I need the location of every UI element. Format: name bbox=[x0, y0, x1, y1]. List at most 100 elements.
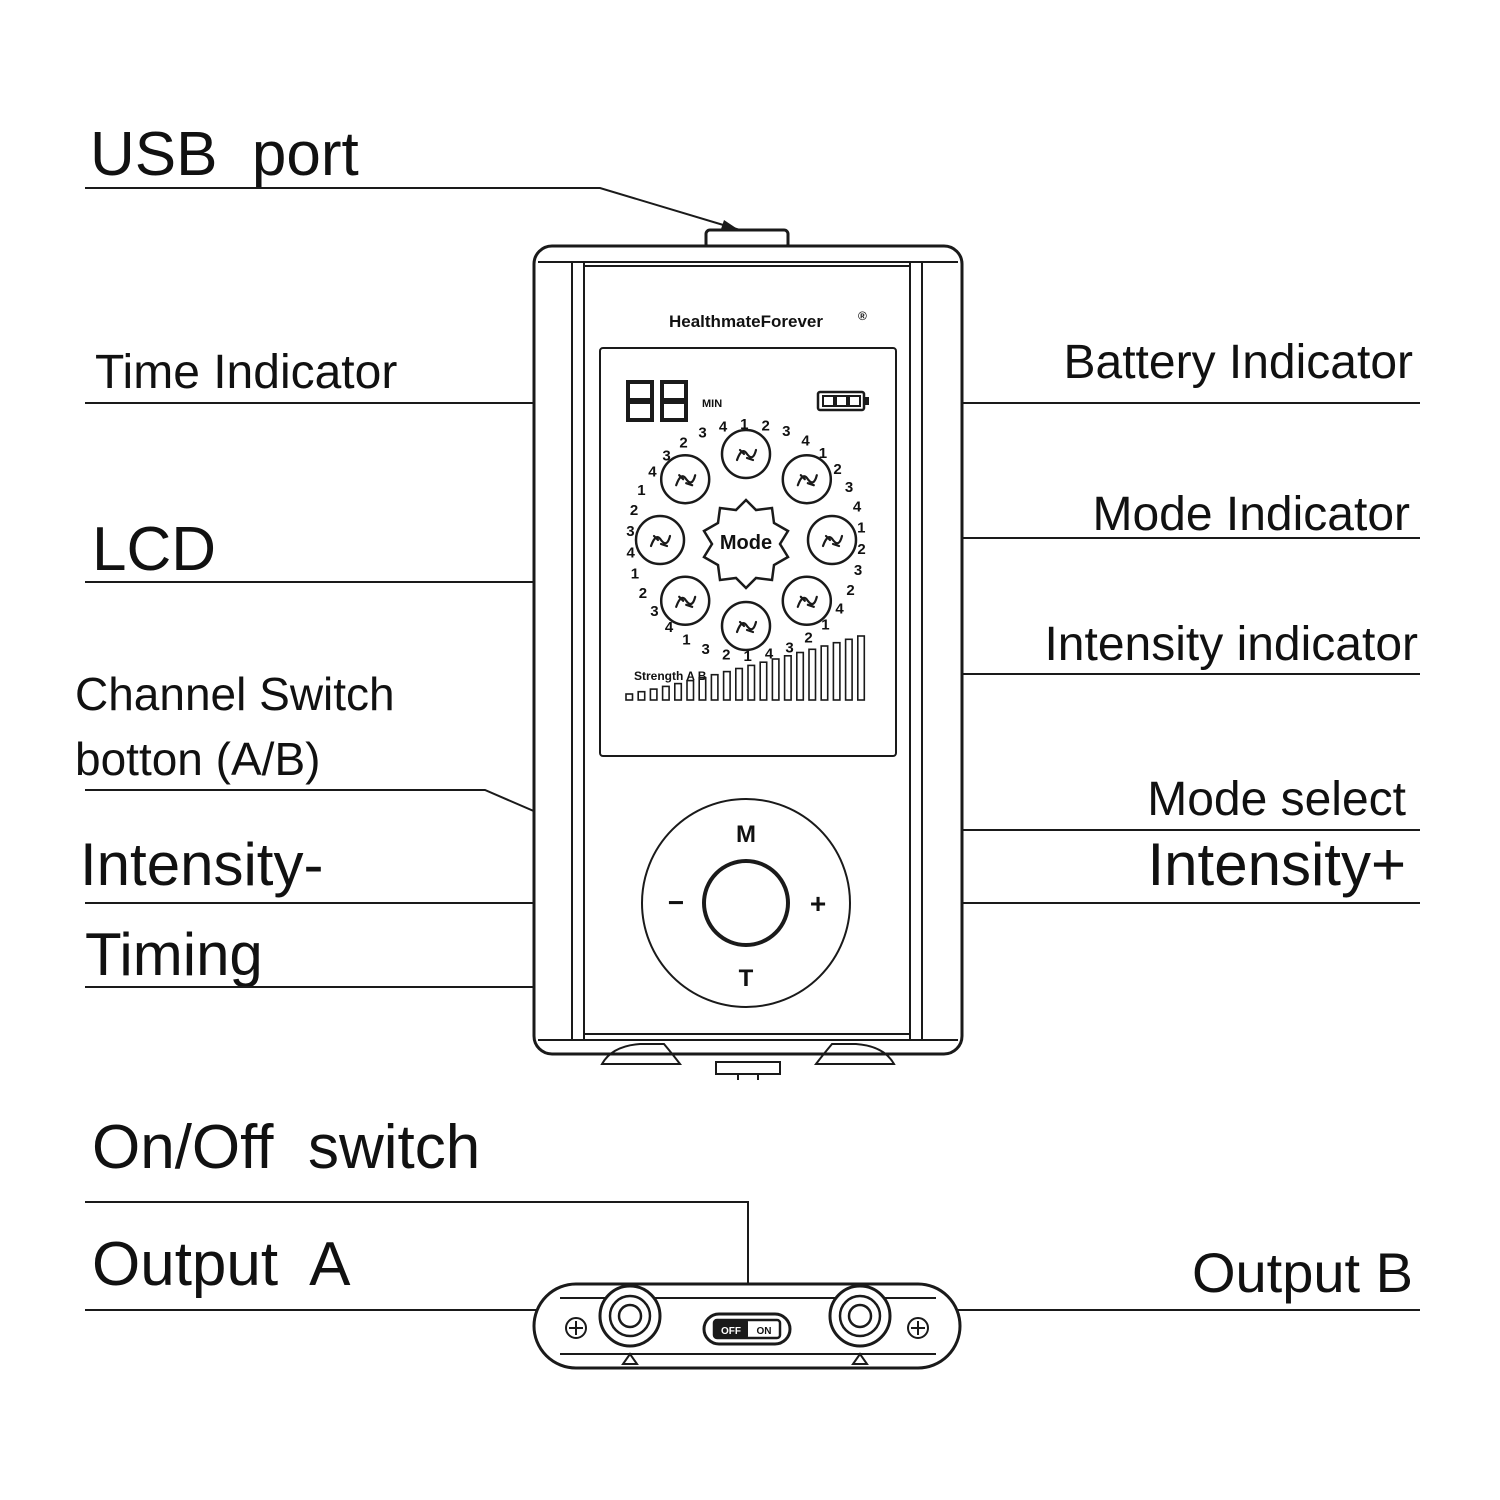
mode-pictogram-icon bbox=[796, 474, 818, 487]
on-off-switch[interactable]: OFF ON bbox=[702, 1312, 792, 1346]
lcd-screen bbox=[599, 347, 897, 757]
mode-level-number: 3 bbox=[854, 562, 862, 579]
intensity-bars bbox=[625, 635, 866, 701]
intensity-minus-label: Intensity- bbox=[80, 831, 323, 898]
intensity-level-bar bbox=[734, 667, 744, 701]
mode-level-number: 1 bbox=[631, 565, 639, 582]
intensity-level-bar bbox=[710, 673, 719, 701]
time-digit-1 bbox=[626, 380, 654, 422]
on-off-switch-label: On/Off switch bbox=[92, 1113, 480, 1182]
mode-level-number: 3 bbox=[785, 640, 793, 657]
mode-level-number: 2 bbox=[857, 541, 865, 558]
intensity-level-bar bbox=[747, 664, 756, 701]
mode-level-number: 3 bbox=[662, 447, 670, 464]
mode-petals bbox=[634, 428, 858, 652]
time-digit-2 bbox=[660, 380, 688, 422]
mode-pictogram-icon bbox=[796, 595, 818, 608]
intensity-level-bar bbox=[783, 654, 792, 701]
mode-level-number: 2 bbox=[630, 502, 638, 519]
intensity-level-bar bbox=[722, 670, 731, 701]
mode-level-number: 2 bbox=[639, 585, 647, 602]
control-ring bbox=[641, 798, 851, 1008]
lcd-label: LCD bbox=[92, 515, 216, 584]
brand-registered-mark: ® bbox=[858, 309, 867, 323]
output-a-jack[interactable] bbox=[598, 1284, 662, 1365]
switch-on-label: ON bbox=[757, 1326, 772, 1337]
intensity-level-bar bbox=[649, 688, 658, 701]
intensity-level-bar bbox=[698, 676, 707, 701]
battery-icon bbox=[816, 390, 869, 412]
intensity-level-bar bbox=[808, 648, 817, 701]
mode-level-number: 4 bbox=[627, 544, 636, 561]
intensity-level-bar bbox=[637, 690, 646, 701]
mode-pictogram-icon bbox=[675, 595, 697, 608]
usb-port-leader bbox=[85, 187, 741, 231]
mode-pictogram-icon bbox=[675, 474, 697, 487]
mode-level-number: 1 bbox=[819, 445, 827, 462]
mode-indicator-label: Mode Indicator bbox=[1092, 488, 1410, 541]
mode-level-number: 3 bbox=[650, 603, 658, 620]
intensity-level-bar bbox=[673, 682, 683, 701]
mode-level-number: 2 bbox=[833, 461, 841, 478]
mode-level-number: 2 bbox=[846, 582, 854, 599]
mode-level-number: 3 bbox=[845, 479, 853, 496]
channel-switch-label-line1: Channel Switch bbox=[75, 668, 395, 720]
intensity-level-bar bbox=[795, 651, 805, 701]
output-a-label: Output A bbox=[92, 1230, 351, 1299]
mode-select-label: Mode select bbox=[1147, 773, 1406, 826]
brand-name: HealthmateForever bbox=[669, 312, 823, 331]
mode-level-number: 4 bbox=[719, 418, 728, 435]
mode-level-number: 3 bbox=[698, 424, 706, 441]
intensity-level-bar bbox=[844, 638, 853, 701]
intensity-plus-button[interactable]: + bbox=[810, 888, 826, 919]
time-indicator-label: Time Indicator bbox=[95, 346, 397, 399]
strength-label: Strength A B bbox=[634, 669, 707, 683]
left-foot bbox=[600, 1043, 683, 1065]
intensity-level-bar bbox=[856, 635, 866, 701]
output-b-jack[interactable] bbox=[828, 1284, 892, 1365]
mode-level-number: 2 bbox=[722, 646, 730, 663]
mode-level-number: 4 bbox=[835, 601, 844, 618]
channel-switch-label-line2: botton (A/B) bbox=[75, 733, 320, 785]
on-off-switch-leader bbox=[85, 1201, 749, 1312]
intensity-level-bar bbox=[759, 661, 768, 701]
mode-pictogram-icon bbox=[735, 620, 758, 634]
mode-select-button[interactable]: M bbox=[736, 821, 756, 848]
mode-pictogram-icon bbox=[821, 534, 844, 548]
bottom-switch-nub bbox=[715, 1061, 781, 1075]
battery-indicator-label: Battery Indicator bbox=[1064, 336, 1414, 389]
mode-level-number: 4 bbox=[801, 433, 810, 450]
mode-level-number: 3 bbox=[782, 423, 790, 440]
channel-switch-button[interactable] bbox=[702, 859, 790, 947]
timing-label: Timing bbox=[85, 921, 263, 988]
time-indicator: MIN bbox=[626, 380, 722, 422]
mode-level-number: 1 bbox=[744, 648, 752, 665]
mode-level-number: 4 bbox=[648, 463, 657, 480]
intensity-minus-button[interactable]: − bbox=[668, 887, 684, 918]
mode-pictogram-icon bbox=[735, 448, 758, 462]
mode-level-number: 1 bbox=[637, 482, 645, 499]
timing-button[interactable]: T bbox=[739, 965, 754, 992]
screw-right bbox=[907, 1317, 929, 1339]
mode-level-number: 3 bbox=[626, 523, 634, 540]
mode-level-number: 4 bbox=[853, 499, 862, 516]
intensity-level-bar bbox=[661, 685, 670, 701]
mode-pictogram-icon bbox=[649, 534, 672, 548]
device-face bbox=[583, 265, 911, 1035]
right-foot bbox=[813, 1043, 896, 1065]
intensity-level-bar bbox=[832, 641, 841, 701]
mode-level-number: 4 bbox=[665, 619, 674, 636]
output-b-label: Output B bbox=[1192, 1241, 1413, 1304]
switch-off-label: OFF bbox=[721, 1326, 741, 1337]
intensity-plus-label: Intensity+ bbox=[1148, 831, 1407, 898]
screw-left bbox=[565, 1317, 587, 1339]
intensity-level-bar bbox=[625, 693, 634, 701]
device-front: HealthmateForever ® MIN bbox=[532, 228, 964, 1080]
time-unit: MIN bbox=[702, 398, 722, 410]
mode-level-number: 4 bbox=[765, 646, 774, 663]
control-pad: M − + T bbox=[641, 798, 851, 1008]
mode-level-number: 1 bbox=[857, 520, 865, 537]
